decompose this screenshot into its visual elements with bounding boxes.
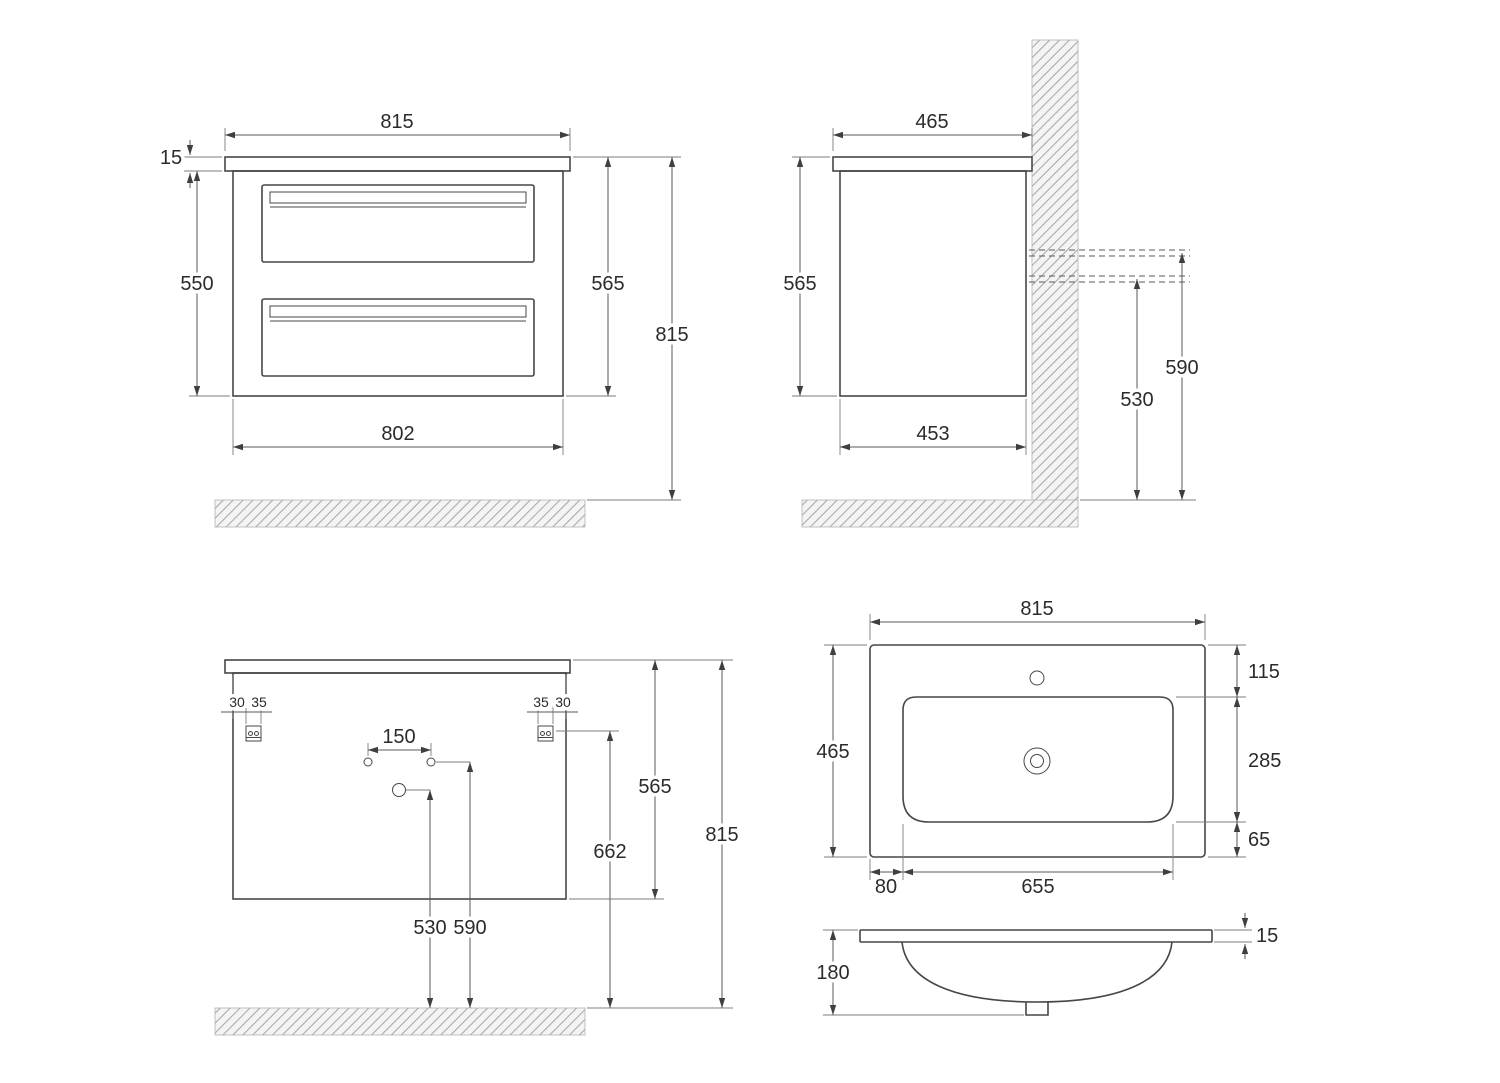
dim-basin-bowl-width: 655 xyxy=(1021,876,1054,898)
dim-front-top-thickness: 15 xyxy=(160,147,182,169)
basin-profile-bowl xyxy=(901,941,1173,1003)
dim-rear-mount-height: 815 xyxy=(705,824,738,846)
rear-cabinet-outline xyxy=(224,659,571,900)
basin-profile-outline xyxy=(859,929,1213,1016)
dim-basin-left-rim: 80 xyxy=(875,876,897,898)
dim-rear-left-edge-offset: 30 xyxy=(229,694,245,710)
side-cabinet-outline xyxy=(832,156,1033,397)
dim-side-overall-height: 565 xyxy=(783,273,816,295)
rear-hole-center xyxy=(392,783,406,797)
dim-basin-front-rim: 65 xyxy=(1248,829,1270,851)
dim-front-mount-height: 815 xyxy=(655,324,688,346)
rear-hole-left xyxy=(363,757,373,767)
front-drawer-upper-handle xyxy=(269,191,527,204)
front-drawer-lower xyxy=(261,298,535,377)
side-dimension-lines xyxy=(792,128,1196,501)
side-rail-dashed-lines xyxy=(1029,249,1190,283)
front-view: 815 15 550 565 815 802 xyxy=(156,108,692,528)
front-countertop xyxy=(224,156,571,172)
basin-profile-dimension-lines xyxy=(823,913,1252,1016)
rear-floor-hatch xyxy=(214,1007,586,1036)
dim-basin-width: 815 xyxy=(1020,598,1053,620)
rear-hole-right xyxy=(426,757,436,767)
rear-bracket-right xyxy=(537,725,554,742)
rear-dimension-lines xyxy=(221,659,733,1009)
front-drawer-lower-handle xyxy=(269,305,527,318)
dim-rear-overall-height: 565 xyxy=(638,776,671,798)
basin-top-view: 815 465 115 285 65 80 655 xyxy=(813,595,1285,902)
dim-basin-rim-thickness: 15 xyxy=(1256,925,1278,947)
rear-view: 30 35 35 30 150 565 662 815 530 590 xyxy=(214,659,742,1036)
side-carcass xyxy=(839,170,1027,397)
dim-basin-depth: 465 xyxy=(816,741,849,763)
dim-rear-bracket-floor-height: 662 xyxy=(593,841,626,863)
side-wall-hatch xyxy=(1031,39,1079,511)
dim-rear-hole-spacing: 150 xyxy=(382,726,415,748)
basin-top-dimension-lines xyxy=(824,614,1246,880)
rear-holes xyxy=(363,757,436,797)
side-countertop xyxy=(832,156,1033,172)
side-floor-hatch xyxy=(801,499,1079,528)
dim-front-carcass-width: 802 xyxy=(381,423,414,445)
basin-faucet-hole xyxy=(1029,670,1045,686)
basin-bowl xyxy=(902,696,1174,823)
dim-side-rail-lower: 530 xyxy=(1120,389,1153,411)
basin-profile-drain xyxy=(1025,1002,1049,1016)
rear-countertop xyxy=(224,659,571,674)
dim-basin-back-rim: 115 xyxy=(1248,661,1280,683)
front-floor-hatch xyxy=(214,499,586,528)
dim-front-top-width: 815 xyxy=(380,111,413,133)
dim-side-carcass-depth: 453 xyxy=(916,423,949,445)
basin-drain-outer xyxy=(1023,747,1051,775)
dim-side-rail-upper: 590 xyxy=(1165,357,1198,379)
rear-panel xyxy=(232,672,567,900)
dim-rear-right-edge-offset: 30 xyxy=(555,694,571,710)
dim-rear-right-bracket-width: 35 xyxy=(533,694,549,710)
front-cabinet-outline xyxy=(224,156,571,397)
basin-outline xyxy=(869,644,1206,858)
dim-side-top-depth: 465 xyxy=(915,111,948,133)
dim-rear-hole-lower-height: 530 xyxy=(413,917,446,939)
front-drawer-upper xyxy=(261,184,535,263)
dim-front-overall-height: 565 xyxy=(591,273,624,295)
front-carcass xyxy=(232,170,564,397)
dim-rear-hole-upper-height: 590 xyxy=(453,917,486,939)
dim-rear-left-bracket-width: 35 xyxy=(251,694,267,710)
front-dimension-lines xyxy=(184,128,681,501)
rear-bracket-left xyxy=(245,725,262,742)
side-view: 465 565 453 530 590 xyxy=(780,39,1202,528)
basin-rim xyxy=(869,644,1206,858)
dim-basin-bowl-depth: 285 xyxy=(1248,750,1281,772)
dim-basin-total-depth: 180 xyxy=(816,962,849,984)
basin-drain-inner xyxy=(1030,754,1044,768)
basin-profile-view: 15 180 xyxy=(813,913,1282,1016)
dim-front-carcass-height: 550 xyxy=(180,273,213,295)
